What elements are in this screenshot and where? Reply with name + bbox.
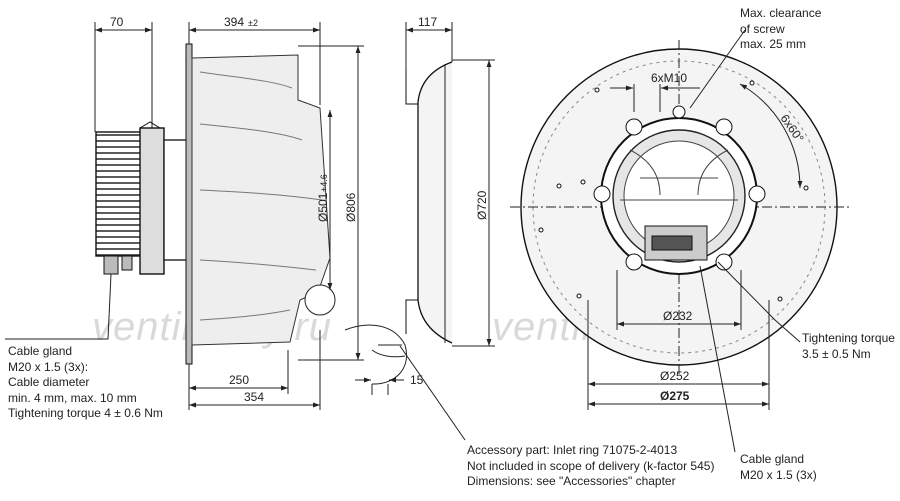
dim-501: Ø501 [316, 192, 330, 222]
dim-252: Ø252 [660, 369, 690, 383]
inlet-ring-view [405, 22, 495, 347]
note-cable-gland-left: Cable gland M20 x 1.5 (3x): Cable diamet… [8, 344, 163, 420]
dim-354: 354 [244, 390, 264, 404]
dim-720: Ø720 [475, 190, 489, 220]
note-cable-gland-bottom: Cable gland M20 x 1.5 (3x) [740, 452, 817, 482]
dim-394: 394 [224, 15, 244, 29]
mounting-plate [185, 43, 193, 365]
dim-232: Ø232 [663, 309, 693, 323]
impeller-blades [191, 54, 331, 346]
flange-holes [538, 80, 809, 302]
side-view [5, 22, 407, 410]
motor-body [139, 127, 165, 275]
front-view [399, 29, 850, 453]
dim-70: 70 [110, 15, 124, 29]
dim-394-tol: ±2 [248, 18, 258, 28]
dim-15: 15 [410, 373, 424, 387]
dim-250: 250 [229, 373, 249, 387]
note-tightening-torque: Tightening torque 3.5 ± 0.5 Nm [802, 331, 895, 361]
dim-806: Ø806 [344, 192, 358, 222]
dim-275: Ø275 [660, 389, 690, 403]
dim-6xm10: 6xM10 [651, 71, 687, 85]
mounting-lugs [593, 105, 766, 271]
dim-117: 117 [418, 15, 437, 29]
inlet-ring [417, 61, 453, 344]
note-accessory: Accessory part: Inlet ring 71075-2-4013 … [467, 443, 715, 488]
dim-501-tol: +4.6 [319, 174, 329, 192]
cable-gland-left [103, 255, 119, 275]
note-screw-clearance: Max. clearance of screw max. 25 mm [740, 6, 822, 51]
